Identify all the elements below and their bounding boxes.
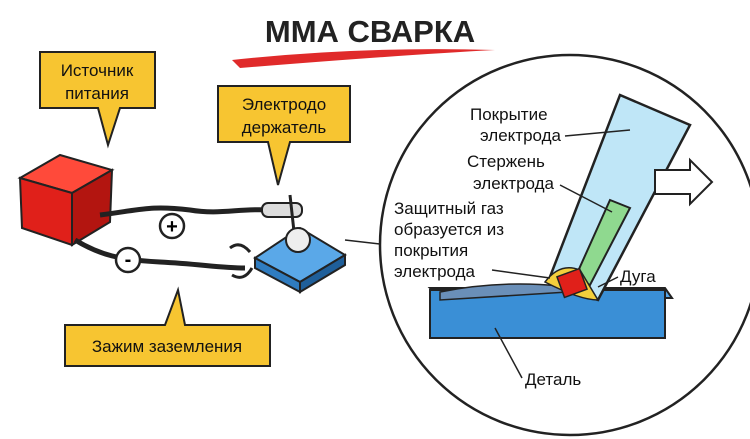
svg-text:Источник: Источник [61, 61, 134, 80]
svg-text:Стержень: Стержень [467, 152, 545, 171]
svg-text:Деталь: Деталь [525, 370, 581, 389]
svg-text:образуется из: образуется из [394, 220, 504, 239]
svg-text:-: - [125, 249, 132, 271]
svg-text:держатель: держатель [242, 118, 327, 137]
svg-text:Электродо: Электродо [242, 95, 326, 114]
diagram-title: ММА СВАРКА [265, 14, 475, 49]
title-underline [232, 49, 495, 68]
ground-clamp [229, 243, 254, 279]
svg-text:Зажим заземления: Зажим заземления [92, 337, 242, 356]
direction-arrow-icon [654, 157, 714, 207]
negative-cable [73, 237, 246, 271]
plus-terminal [158, 212, 186, 240]
svg-text:питания: питания [65, 84, 129, 103]
minus-terminal [114, 246, 142, 274]
svg-text:электрода: электрода [394, 262, 476, 281]
small-workpiece [253, 226, 347, 294]
electrode-holder-label: Электродо держатель [217, 85, 351, 186]
positive-cable [99, 205, 271, 218]
power-source-label: Источник питания [39, 51, 156, 149]
svg-text:Покрытие: Покрытие [470, 105, 548, 124]
workpiece [427, 283, 674, 339]
svg-text:Дуга: Дуга [620, 267, 656, 286]
svg-text:электрода: электрода [480, 126, 562, 145]
electrode [543, 93, 692, 302]
power-source-box [17, 153, 115, 247]
svg-text:Защитный газ: Защитный газ [394, 199, 504, 218]
ground-clamp-label: Зажим заземления [64, 286, 271, 367]
svg-text:покрытия: покрытия [394, 241, 468, 260]
svg-text:электрода: электрода [473, 174, 555, 193]
svg-text:+: + [166, 216, 178, 238]
